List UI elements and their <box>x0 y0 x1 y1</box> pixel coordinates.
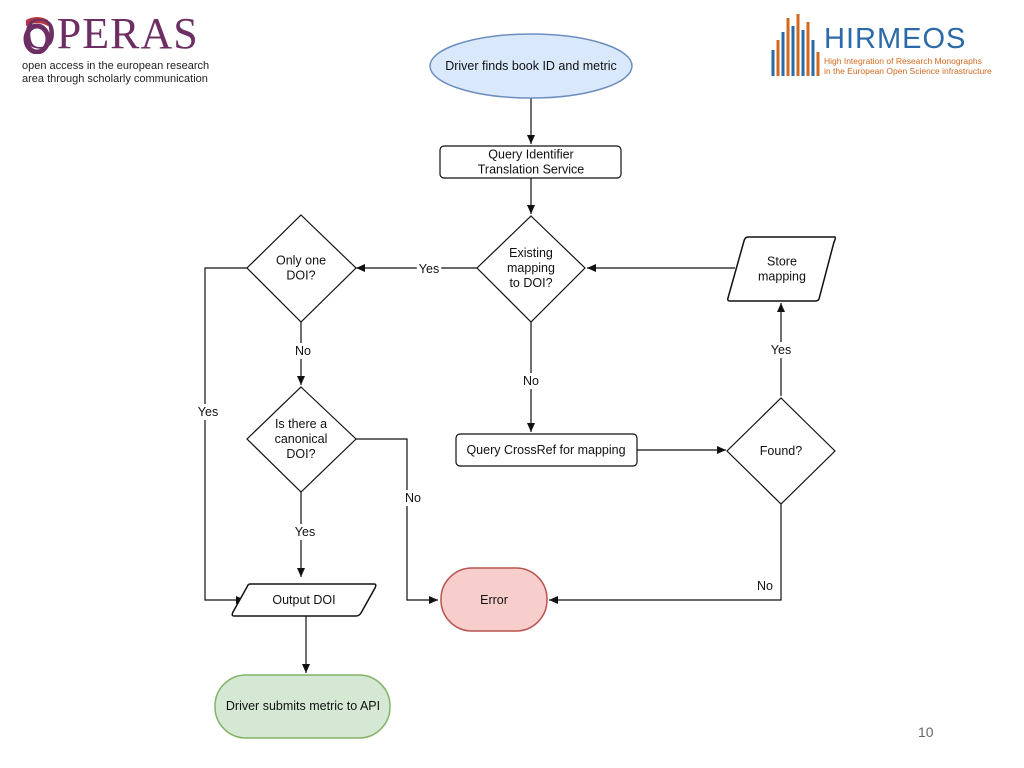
edge-label-bg <box>403 490 424 506</box>
node-label-line: Is there a <box>275 417 327 431</box>
operas-tagline-1: open access in the european research <box>22 60 210 72</box>
label-found-yes: Yes <box>771 343 791 357</box>
node-label-line: Existing <box>509 246 553 260</box>
operas-mark-icon <box>23 17 51 54</box>
node-label-line: mapping <box>507 261 555 275</box>
edge-label-bg <box>195 404 221 420</box>
node-label-line: Found? <box>760 444 802 458</box>
node-label-line: Driver finds book ID and metric <box>445 59 617 73</box>
operas-logo: OPERAS open access in the european resea… <box>22 12 262 86</box>
label-only-one-no: No <box>295 344 311 358</box>
label-existing-yes: Yes <box>419 262 439 276</box>
hirmeos-logo: HIRMEOS High Integration of Research Mon… <box>770 10 1010 80</box>
node-output-doi: Output DOI <box>231 583 377 617</box>
edge-found-to-error <box>549 504 782 604</box>
node-label-line: DOI? <box>286 447 315 461</box>
svg-text:Error: Error <box>480 593 508 607</box>
node-label-line: Query Identifier <box>488 148 573 162</box>
edge-label-bg <box>416 261 442 277</box>
node-label-line: Query CrossRef for mapping <box>466 443 625 457</box>
edge-label-bg <box>768 342 794 358</box>
svg-text:Query CrossRef for mapping: Query CrossRef for mapping <box>466 443 625 457</box>
node-label-line: mapping <box>758 270 806 284</box>
node-found: Found? <box>726 397 836 505</box>
node-label-line: DOI? <box>286 269 315 283</box>
label-existing-no: No <box>523 374 539 388</box>
edge-label-bg <box>293 343 314 359</box>
node-label-line: Store <box>767 255 797 269</box>
edge-label-bg <box>755 578 776 594</box>
hirmeos-tagline-2: in the European Open Science infrastruct… <box>824 66 992 76</box>
hirmeos-tagline-1: High Integration of Research Monographs <box>824 56 982 66</box>
node-label-line: to DOI? <box>509 276 552 290</box>
svg-text:Driver submits metric to API: Driver submits metric to API <box>226 699 380 713</box>
node-start: Driver finds book ID and metric <box>429 33 633 99</box>
edge-label-bg <box>521 373 542 389</box>
node-label-line: Error <box>480 593 508 607</box>
svg-text:Output DOI: Output DOI <box>272 593 335 607</box>
hirmeos-books-icon <box>771 14 820 76</box>
edge-label-bg <box>292 524 318 540</box>
label-canonical-yes: Yes <box>295 525 315 539</box>
operas-tagline-2: area through scholarly communication <box>22 73 208 85</box>
node-label-line: Translation Service <box>478 163 585 177</box>
edge-canonical-to-error <box>356 438 438 604</box>
svg-text:Driver finds book ID and metri: Driver finds book ID and metric <box>445 59 617 73</box>
node-label-line: Only one <box>276 254 326 268</box>
node-query-crossref: Query CrossRef for mapping <box>455 433 638 467</box>
node-error: Error <box>440 567 548 632</box>
hirmeos-logo-text: HIRMEOS <box>824 23 967 55</box>
label-found-no: No <box>757 579 773 593</box>
node-label-line: Output DOI <box>272 593 335 607</box>
svg-text:Found?: Found? <box>760 444 802 458</box>
node-submit: Driver submits metric to API <box>214 674 391 739</box>
label-only-one-yes: Yes <box>198 405 218 419</box>
node-label-line: canonical <box>275 432 328 446</box>
operas-logo-text: OPERAS <box>24 9 199 58</box>
node-label-line: Driver submits metric to API <box>226 699 380 713</box>
edge-only-one-to-output <box>204 267 247 604</box>
edge-labels: Yes No No Yes Yes No Yes No <box>195 261 794 594</box>
label-canonical-no: No <box>405 491 421 505</box>
page-number: 10 <box>918 724 934 740</box>
